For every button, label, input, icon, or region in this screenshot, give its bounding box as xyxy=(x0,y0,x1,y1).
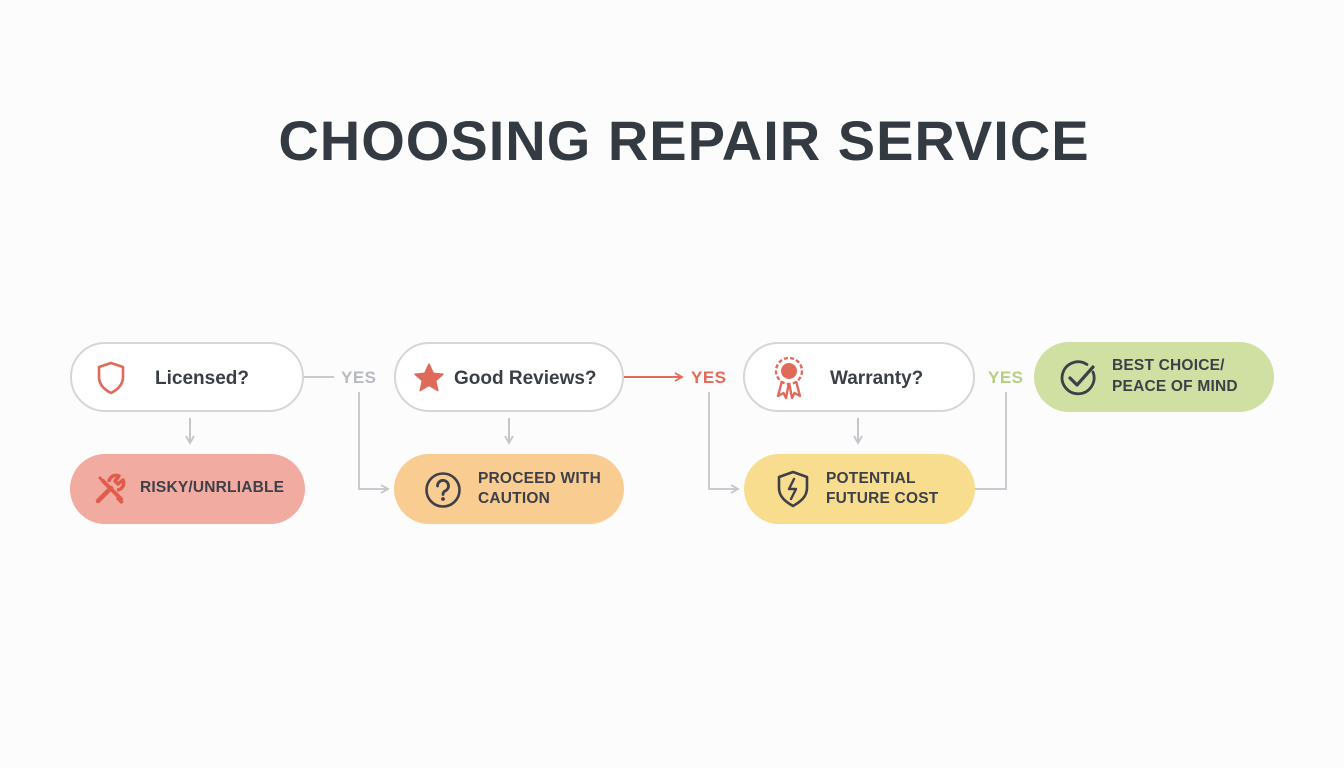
question-label: Good Reviews? xyxy=(454,368,597,389)
outcome-label-line1: POTENTIAL xyxy=(826,470,916,487)
check-circle-icon xyxy=(1060,359,1098,397)
outcome-future-cost: POTENTIAL FUTURE COST xyxy=(744,454,975,524)
page-title: CHOOSING REPAIR SERVICE xyxy=(278,109,1090,172)
yes-label: YES xyxy=(691,368,727,387)
outcome-caution: PROCEED WITH CAUTION xyxy=(394,454,624,524)
question-circle-icon xyxy=(424,471,462,509)
connector-cost-yes3 xyxy=(975,392,1007,490)
shield-icon xyxy=(94,361,128,395)
star-icon xyxy=(412,361,446,395)
outcome-label-line1: RISKY/UNRLIABLE xyxy=(140,479,285,496)
outcome-label-line2: PEACE OF MIND xyxy=(1112,378,1238,395)
outcome-label-line1: BEST CHOICE/ xyxy=(1112,357,1225,374)
outcome-best-choice: BEST CHOICE/ PEACE OF MIND xyxy=(1034,342,1274,412)
outcome-label-line2: FUTURE COST xyxy=(826,490,939,507)
connector-yes2-cost xyxy=(708,392,740,494)
question-label: Warranty? xyxy=(830,368,924,389)
question-label: Licensed? xyxy=(155,368,249,389)
outcome-label-line2: CAUTION xyxy=(478,490,551,507)
wrench-screwdriver-icon xyxy=(92,471,128,507)
broken-shield-icon xyxy=(776,470,810,508)
connector-yes1-caution xyxy=(358,392,390,494)
award-ribbon-icon xyxy=(771,354,807,400)
yes-label: YES xyxy=(341,368,377,387)
node-good-reviews: Good Reviews? xyxy=(394,342,624,412)
outcome-label-line1: PROCEED WITH xyxy=(478,470,601,487)
yes-label: YES xyxy=(988,368,1024,387)
node-warranty: Warranty? xyxy=(743,342,975,412)
node-licensed: Licensed? xyxy=(70,342,304,412)
outcome-risky: RISKY/UNRLIABLE xyxy=(70,454,305,524)
